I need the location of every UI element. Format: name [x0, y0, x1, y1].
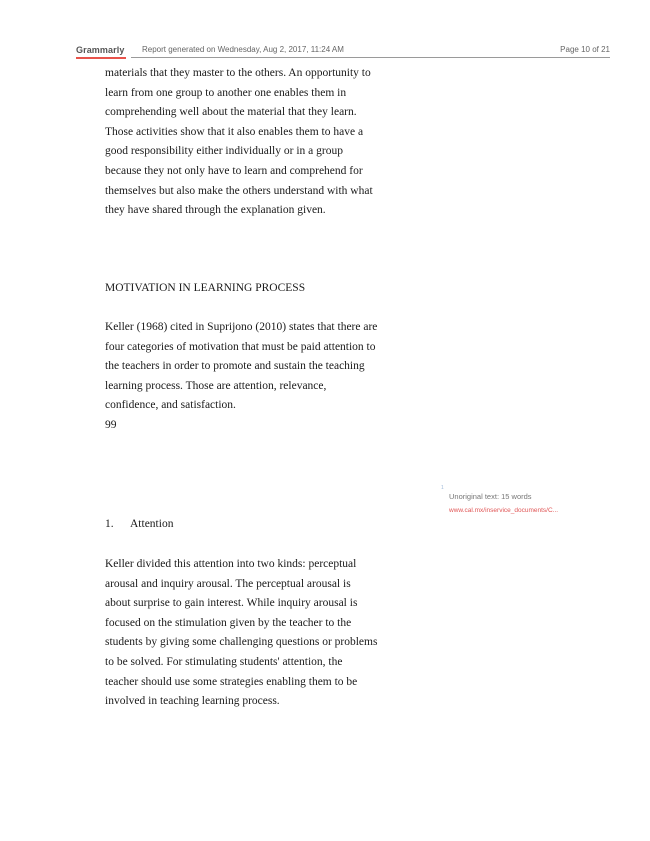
text-line: focused on the stimulation given by the …: [105, 616, 352, 629]
text-line: learn from one group to another one enab…: [105, 86, 347, 99]
note-marker: 1: [441, 485, 444, 491]
report-date: Report generated on Wednesday, Aug 2, 20…: [142, 45, 344, 54]
text-line: good responsibility either individually …: [105, 145, 343, 158]
text-line: arousal and inquiry arousal. The percept…: [105, 577, 351, 590]
text-line: they have shared through the explanation…: [105, 204, 326, 217]
text-line: comprehending well about the material th…: [105, 106, 357, 119]
paragraph-intro: materials that they master to the others…: [105, 64, 390, 221]
source-link[interactable]: www.cal.mx/inservice_documents/C...: [449, 507, 559, 514]
text-line: the teachers in order to promote and sus…: [105, 360, 365, 373]
text-line: 99: [105, 418, 117, 431]
text-line: teacher should use some strategies enabl…: [105, 675, 358, 688]
header-divider: [131, 57, 610, 58]
page-number: Page 10 of 21: [560, 45, 610, 54]
list-number: 1.: [105, 518, 114, 530]
list-label: Attention: [130, 518, 174, 530]
grammarly-logo: Grammarly: [76, 45, 125, 55]
text-line: students by giving some challenging ques…: [105, 636, 378, 649]
text-line: learning process. Those are attention, r…: [105, 379, 327, 392]
text-line: to be solved. For stimulating students' …: [105, 655, 343, 668]
text-line: involved in teaching learning process.: [105, 695, 280, 708]
text-line: Those activities show that it also enabl…: [105, 125, 364, 138]
text-line: about surprise to gain interest. While i…: [105, 597, 358, 610]
text-line: themselves but also make the others unde…: [105, 184, 373, 197]
report-header: Grammarly Report generated on Wednesday,…: [76, 44, 610, 59]
text-line: Keller divided this attention into two k…: [105, 558, 357, 570]
text-line: materials that they master to the others…: [105, 67, 371, 79]
text-line: because they not only have to learn and …: [105, 164, 363, 177]
brand-underline: [76, 57, 126, 59]
paragraph-motivation: Keller (1968) cited in Suprijono (2010) …: [105, 318, 390, 436]
text-line: confidence, and satisfaction.: [105, 399, 236, 412]
text-line: Keller (1968) cited in Suprijono (2010) …: [105, 321, 378, 333]
paragraph-attention: Keller divided this attention into two k…: [105, 555, 390, 712]
section-heading: MOTIVATION IN LEARNING PROCESS: [105, 282, 306, 294]
text-line: four categories of motivation that must …: [105, 340, 376, 353]
unoriginal-text-note: Unoriginal text: 15 words: [449, 492, 532, 501]
